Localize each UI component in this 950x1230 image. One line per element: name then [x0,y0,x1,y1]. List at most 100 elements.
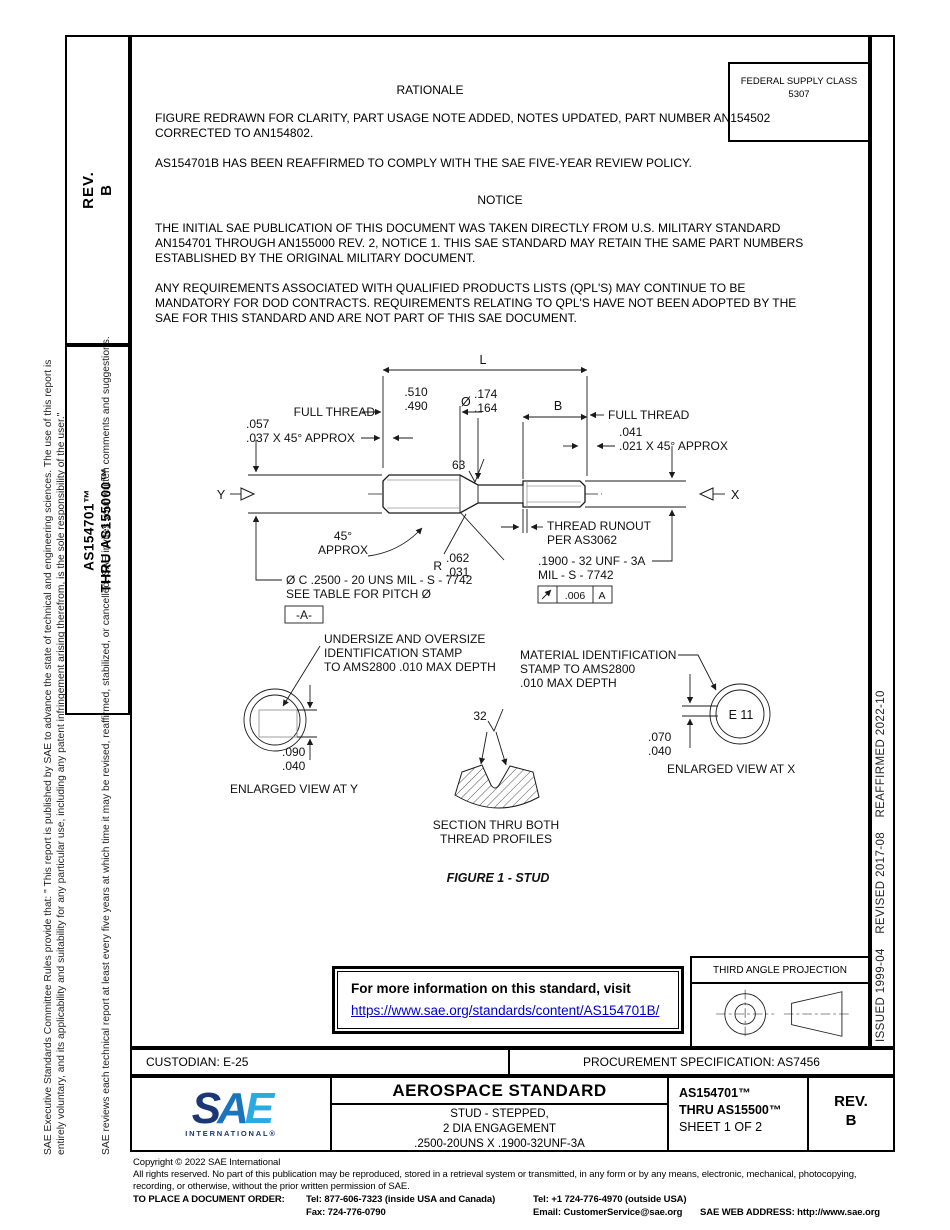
thread-spec-right-1: .1900 - 32 UNF - 3A [538,554,645,568]
runout-note-2: PER AS3062 [547,533,617,547]
view-y-label: Y [217,488,226,502]
dim-510: .510 [404,385,428,399]
order-tel-1: Tel: 877-606-7323 (inside USA and Canada… [306,1194,496,1205]
stamp-y-depth-min: .040 [282,759,306,773]
fcf-tolerance: .006 [565,590,586,602]
fcf-datum: A [598,590,605,602]
procurement-spec-cell: PROCUREMENT SPECIFICATION: AS7456 [583,1055,820,1069]
figure-1-stud-drawing: L .510 .490 Ø .174 .164 B FULL THREAD FU… [217,353,795,885]
radius-r: R [433,559,442,573]
finish-63-value: 63 [452,458,466,472]
sae-logo: SAE INTERNATIONAL® [132,1078,332,1150]
undersize-note: UNDERSIZE AND OVERSIZE IDENTIFICATION ST… [282,632,496,707]
dimension-B: B [522,399,588,421]
dimension-big-thread-length: .510 .490 [362,385,482,416]
enlarged-view-x-caption: ENLARGED VIEW AT X [667,762,795,776]
dim-164: .164 [474,401,498,415]
dimension-overall-length: L [382,353,588,374]
chamfer-right-note: .021 X 45° APPROX [619,439,728,453]
stud-outline [368,474,602,514]
stamp-y-depth-max: .090 [282,745,306,759]
rationale-paragraph-1: FIGURE REDRAWN FOR CLARITY, PART USAGE N… [155,111,771,140]
copyright-line: Copyright © 2022 SAE International [133,1157,281,1168]
radius-callout: R .062 .031 [433,513,470,579]
diameter-symbol: Ø [461,395,471,409]
projection-symbol-box [690,984,870,1048]
dimension-small-thread: .1900 - 32 UNF - 3A MIL - S - 7742 .006 … [537,446,686,604]
material-id-note: MATERIAL IDENTIFICATION STAMP TO AMS2800… [520,648,717,691]
federal-supply-class-box: FEDERAL SUPPLY CLASS 5307 [728,62,870,142]
projection-title: THIRD ANGLE PROJECTION [713,964,847,976]
undersize-note-2: IDENTIFICATION STAMP [324,646,462,660]
rev-box-label: REV. [79,171,97,209]
view-arrow-y: Y [217,487,256,502]
chamfer-left: .057 .037 X 45° APPROX [246,417,413,445]
notice-heading: NOTICE [477,193,523,207]
enlarged-view-y-caption: ENLARGED VIEW AT Y [230,782,358,796]
revision-status-line: ISSUED 1999-04 REVISED 2017-08 REAFFIRME… [875,690,887,1042]
section-view: 32 SECTION THRU BOTH THREAD PROFILES [433,708,559,846]
tb-rev-label: REV. [834,1093,868,1110]
standard-range-box: AS154701™ THRU AS155000™ [65,345,130,715]
dimension-shank-diameter: Ø .174 .164 [461,387,498,480]
runout-note-1: THREAD RUNOUT [547,519,652,533]
notice-paragraph-2: ANY REQUIREMENTS ASSOCIATED WITH QUALIFI… [155,281,797,325]
taper-angle-callout: 45° APPROX [318,511,505,561]
rev-box-value: B [97,184,115,196]
order-label: TO PLACE A DOCUMENT ORDER: [133,1194,285,1205]
standard-number-cell: AS154701™ THRU AS15500™ SHEET 1 OF 2 [669,1078,809,1150]
chamfer-left-note: .037 X 45° APPROX [246,431,355,445]
title-divider [332,1103,667,1105]
projection-title-box: THIRD ANGLE PROJECTION [690,956,870,984]
material-note-3: .010 MAX DEPTH [520,676,617,690]
full-thread-right: FULL THREAD [589,408,690,422]
dimension-major-diameter-C: Ø C .2500 - 20 UNS MIL - S - 7742 SEE TA… [248,440,473,624]
datum-a-flag: -A- [296,608,312,622]
stamp-x-depth-min: .040 [648,744,672,758]
main-frame [130,35,870,1048]
radius-062: .062 [446,551,470,565]
rights-text: All rights reserved. No part of this pub… [133,1169,857,1192]
dim-label-B: B [554,399,562,413]
thread-spec-left-2: SEE TABLE FOR PITCH Ø [286,587,431,601]
extension-lines [382,376,588,479]
chamfer-left-val: .057 [246,417,270,431]
thread-runout-callout: THREAD RUNOUT PER AS3062 [501,509,652,547]
tb-sheet: SHEET 1 OF 2 [679,1120,763,1134]
enlarged-view-x: .070 .040 E 11 ENLARGED VIEW AT X [648,674,795,776]
tb-rev-value: B [845,1112,857,1129]
figure-caption: FIGURE 1 - STUD [447,871,550,885]
rev-box: REV. B [65,35,130,345]
document-subtitle: STUD - STEPPED, 2 DIA ENGAGEMENT .2500-2… [414,1108,585,1150]
section-caption-1: SECTION THRU BOTH [433,818,559,832]
enlarged-view-y: .090 .040 ENLARGED VIEW AT Y [230,685,358,796]
fsc-code: 5307 [788,89,810,100]
logo-letter-s: S [191,1084,221,1133]
section-caption-2: THREAD PROFILES [440,832,552,846]
sae-web-address: SAE WEB ADDRESS: http://www.sae.org [700,1207,881,1218]
order-tel-2: Tel: +1 724-776-4970 (outside USA) [533,1194,687,1205]
standard-link[interactable]: https://www.sae.org/standards/content/AS… [351,1003,660,1018]
info-box: For more information on this standard, v… [332,966,684,1034]
dim-490: .490 [404,399,428,413]
view-x-label: X [731,488,740,502]
tb-standard-number: AS154701™ [679,1086,751,1100]
full-thread-right-label: FULL THREAD [608,408,690,422]
order-email: Email: CustomerService@sae.org [533,1207,683,1218]
full-thread-left-label: FULL THREAD [294,405,376,419]
radius-031: .031 [446,565,470,579]
rationale-heading: RATIONALE [396,83,464,97]
material-note-1: MATERIAL IDENTIFICATION [520,648,676,662]
logo-letter-e: E [244,1084,274,1133]
rationale-paragraph-2: AS154701B HAS BEEN REAFFIRMED TO COMPLY … [155,156,692,170]
document-type-cell: AEROSPACE STANDARD STUD - STEPPED, 2 DIA… [332,1078,669,1150]
material-note-2: STAMP TO AMS2800 [520,662,635,676]
thread-spec-left-1: Ø C .2500 - 20 UNS MIL - S - 7742 [286,573,473,587]
finish-32-value: 32 [473,709,487,723]
material-stamp-e11: E 11 [729,708,754,722]
angle-45: 45° [334,529,352,543]
logo-letter-a: A [217,1084,249,1133]
surface-finish-63-icon: 63 [452,458,485,484]
chamfer-right-val: .041 [619,425,643,439]
